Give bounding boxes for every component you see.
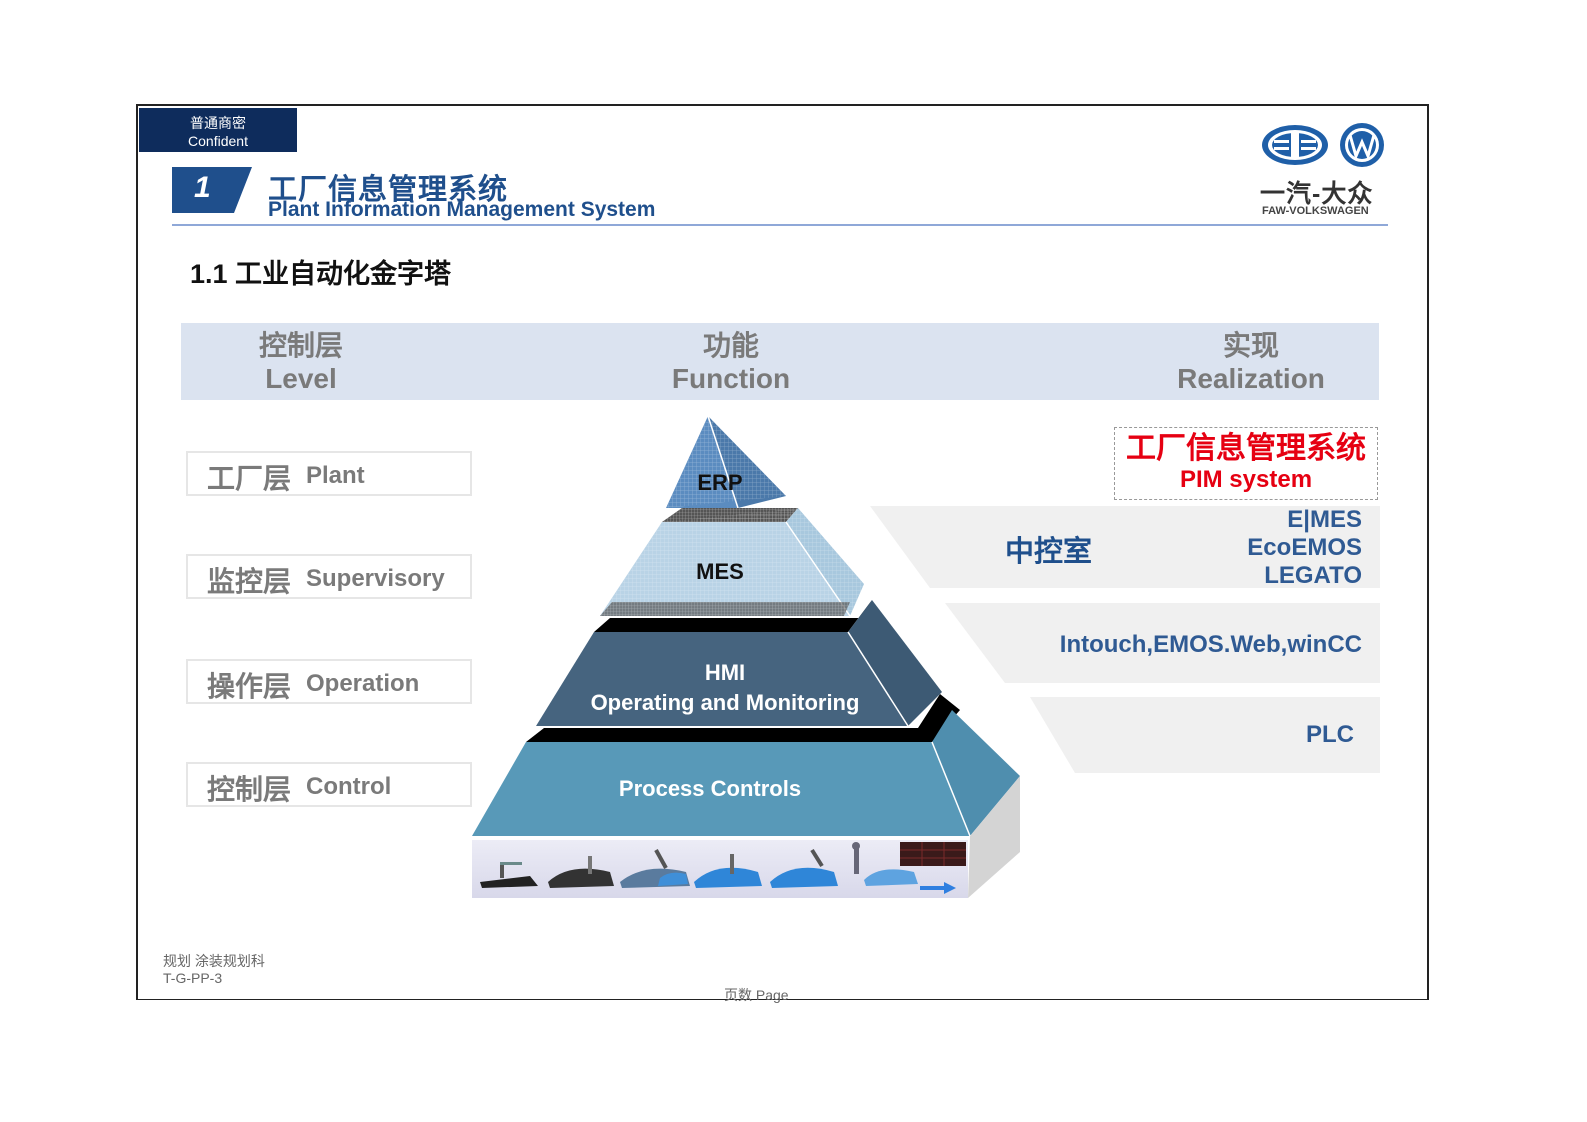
automation-pyramid: ERP MES HMI Operating and Monitoring Pro…	[460, 410, 1040, 910]
section-number: 1	[194, 171, 211, 204]
logo-text-en: FAW-VOLKSWAGEN	[1262, 205, 1369, 217]
level-label-zh: 操作层	[207, 671, 292, 702]
level-box-operation: 操作层 Operation	[186, 659, 472, 704]
footer-page-label: 页数 Page	[724, 987, 789, 1003]
level-label-zh: 监控层	[207, 566, 292, 597]
column-header-en: Function	[671, 363, 791, 394]
pyramid-graphic	[472, 415, 1020, 898]
level-label-en: Operation	[306, 670, 420, 697]
section-subheading: 1.1 工业自动化金字塔	[190, 259, 452, 289]
pyramid-layer-hmi: HMI Operating and Monitoring	[560, 658, 890, 718]
level-box-supervisory: 监控层 Supervisory	[186, 554, 472, 599]
confidential-en: Confident	[188, 133, 248, 149]
system-item: EcoEMOS	[1247, 534, 1362, 561]
control-systems: PLC	[1306, 721, 1354, 748]
brand-emblems-icon	[1262, 123, 1384, 167]
level-box-plant: 工厂层 Plant	[186, 451, 472, 496]
column-header-en: Level	[265, 363, 337, 394]
confidential-badge: 普通商密 Confident	[139, 108, 297, 152]
supervisory-systems-list: E|MES EcoEMOS LEGATO	[1180, 506, 1362, 590]
pyramid-layer-mes: MES	[696, 559, 744, 584]
logo-text-zh: 一汽-大众	[1260, 180, 1374, 208]
production-line-icons	[480, 842, 966, 894]
hmi-label: HMI	[704, 660, 746, 685]
pim-label-en: PIM system	[1179, 466, 1313, 493]
level-label-zh: 工厂层	[207, 463, 292, 494]
confidential-zh: 普通商密	[190, 115, 246, 131]
title-divider	[172, 224, 1388, 226]
column-header-bar: 控制层 Level 功能 Function 实现 Realization	[181, 323, 1379, 400]
level-box-control: 控制层 Control	[186, 762, 472, 807]
column-header-function: 功能 Function	[651, 329, 811, 395]
column-header-en: Realization	[1177, 363, 1325, 394]
level-label-zh: 控制层	[207, 774, 292, 805]
level-label-en: Plant	[306, 462, 365, 489]
footer-department: 规划 涂装规划科 T-G-PP-3	[163, 953, 265, 987]
section-number-badge: 1	[172, 167, 252, 213]
realization-band-supervisory	[870, 506, 1380, 588]
column-header-zh: 功能	[702, 330, 759, 361]
column-header-realization: 实现 Realization	[1161, 329, 1341, 395]
pyramid-layer-process-controls: Process Controls	[618, 776, 802, 801]
system-item: E|MES	[1287, 506, 1362, 533]
control-room-label: 中控室	[1005, 536, 1093, 568]
pim-system-box: 工厂信息管理系统 PIM system	[1114, 427, 1378, 500]
column-header-zh: 控制层	[258, 330, 343, 361]
page-title-en: Plant Information Management System	[268, 198, 656, 221]
pyramid-layer-erp: ERP	[697, 470, 743, 495]
realization-band-control	[1030, 697, 1380, 773]
level-label-en: Control	[306, 773, 392, 800]
parallelogram-shape	[172, 167, 252, 213]
realization-band-operation	[945, 603, 1380, 683]
level-label-en: Supervisory	[306, 565, 445, 592]
faw-vw-logo: 一汽-大众 FAW-VOLKSWAGEN	[1258, 120, 1388, 220]
hmi-sublabel: Operating and Monitoring	[590, 690, 860, 715]
system-item: LEGATO	[1264, 562, 1362, 589]
column-header-zh: 实现	[1222, 330, 1279, 361]
column-header-level: 控制层 Level	[241, 329, 361, 395]
operation-systems: Intouch,EMOS.Web,winCC	[1059, 631, 1362, 658]
footer-dept-text: 规划 涂装规划科	[163, 953, 265, 969]
page-title-zh: 工厂信息管理系统	[268, 174, 509, 206]
pim-label-zh: 工厂信息管理系统	[1126, 432, 1366, 465]
footer-doc-code: T-G-PP-3	[163, 970, 223, 986]
